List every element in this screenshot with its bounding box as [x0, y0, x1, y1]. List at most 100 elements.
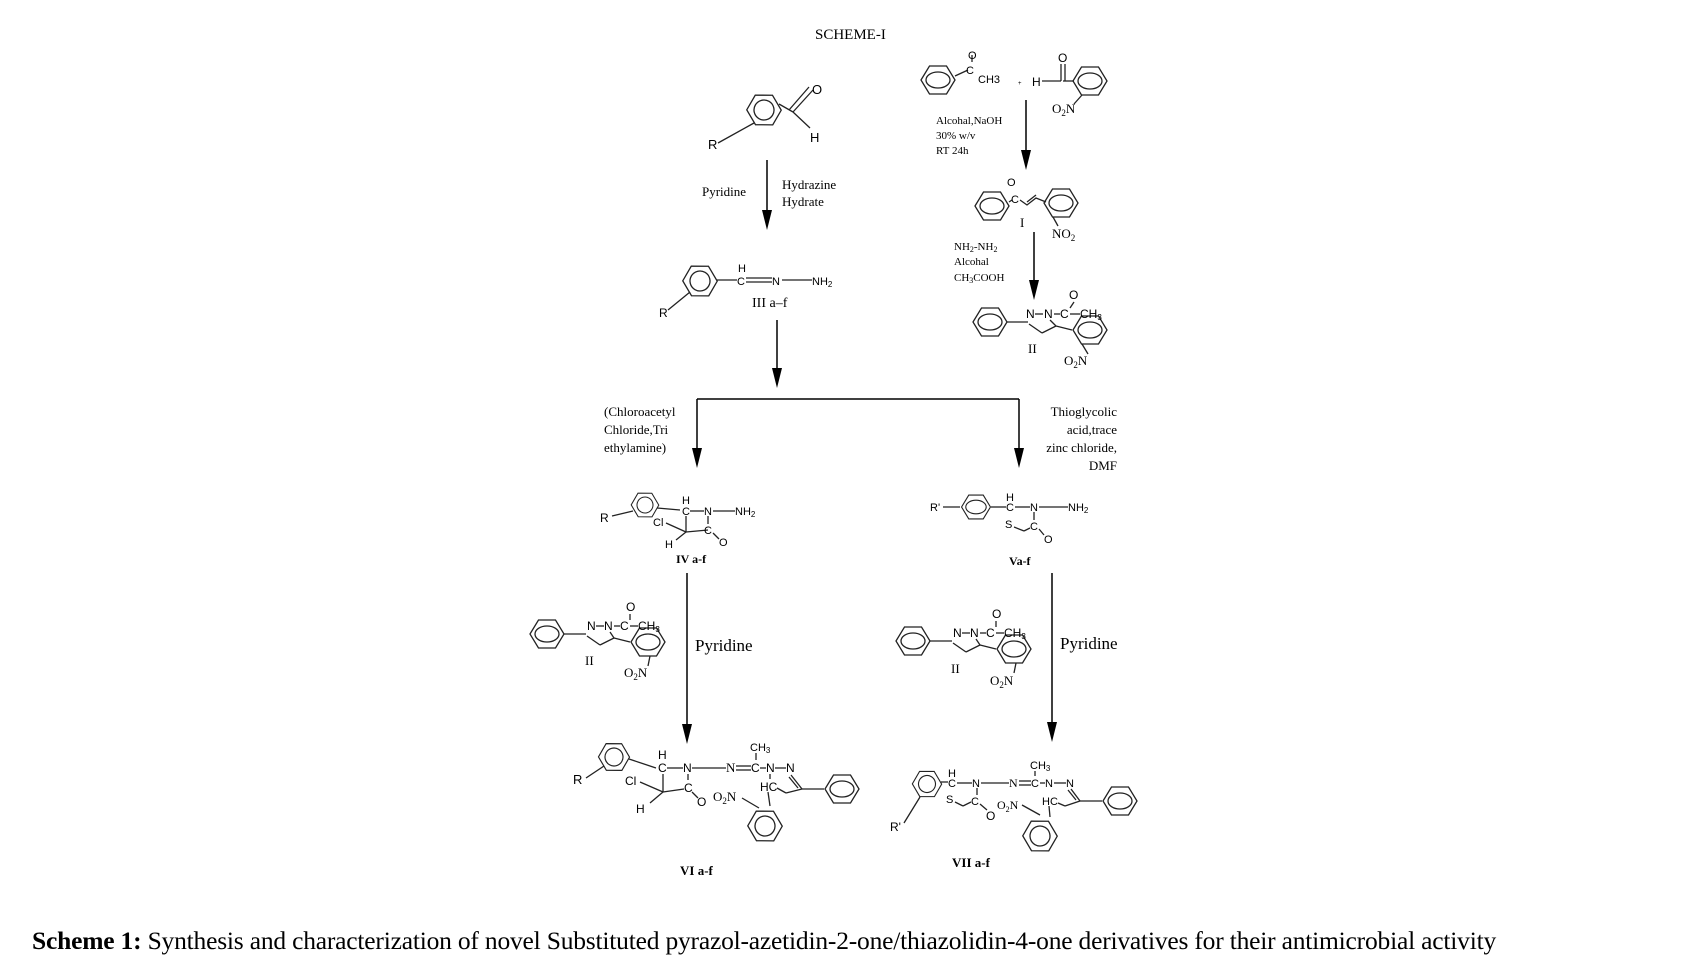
compound-label: VI a-f [680, 863, 714, 878]
atom-N: N [786, 761, 795, 775]
compound-label: II [951, 661, 960, 676]
group-O2N: O2N [1064, 353, 1088, 370]
compound-II: N N C O CH3 II O2N [972, 288, 1108, 370]
compound-label: VII a-f [952, 855, 991, 870]
atom-C: C [751, 761, 760, 775]
atom-O: O [992, 607, 1001, 621]
scheme-title: SCHEME-I [815, 27, 886, 43]
condition-line: NH2-NH2 [954, 241, 997, 254]
reagent-pyridine-right: Pyridine [1060, 634, 1118, 653]
reagent-left: Pyridine [702, 184, 746, 199]
atom-O: O [1069, 288, 1078, 302]
compound-label: II [1028, 341, 1037, 356]
caption-text: Synthesis and characterization of novel … [141, 926, 1497, 955]
substituent-R: R' [930, 502, 940, 514]
atom-N: N [1009, 776, 1018, 790]
compound-II-left: N N C O CH3 II O2N [529, 600, 666, 682]
group-CH3: CH3 [1080, 307, 1102, 322]
atom-N: N [1030, 502, 1038, 514]
arrow-hydrazone [762, 160, 772, 230]
conditions-azetidinone: (Chloroacetyl Chloride,Tri ethylamine) [604, 404, 676, 455]
substituent-R: R [600, 511, 609, 525]
compound-label: III a–f [752, 296, 788, 311]
arrow-chalcone [1021, 100, 1031, 170]
substituent-R: R [708, 137, 717, 152]
figure-caption: Scheme 1: Synthesis and characterization… [32, 926, 1496, 956]
group-O2N: O2N [1052, 101, 1076, 118]
conditions-thiazolidinone: Thioglycolic acid,trace zinc chloride, D… [1046, 404, 1117, 473]
compound-label: I [1020, 215, 1024, 230]
atom-H: H [810, 130, 819, 145]
compound-VII: R' H C N S C O N C CH3 N N HC O2N VII a [890, 760, 1138, 870]
atom-O: O [812, 82, 822, 97]
atom-H: H [738, 263, 746, 275]
compound-label: IV a-f [676, 552, 707, 566]
compound-acetophenone: C O CH3 [920, 50, 1000, 95]
atom-N: N [772, 276, 780, 288]
arrow-branch [692, 320, 1024, 468]
compound-IV: R H C N NH2 C O Cl H IV a-f [600, 486, 756, 566]
atom-O: O [719, 537, 728, 549]
atom-C: C [682, 506, 690, 518]
group-NH2: NH2 [812, 276, 833, 289]
conditions-chalcone: Alcohal,NaOH 30% w/v RT 24h [936, 115, 1002, 157]
atom-N: N [683, 761, 692, 775]
group-NH2: NH2 [735, 506, 756, 519]
atom-O: O [626, 600, 635, 614]
atom-O: O [697, 795, 706, 809]
group-CH3: CH3 [1004, 626, 1026, 641]
atom-C: C [1031, 778, 1039, 790]
condition-line: DMF [1089, 458, 1117, 473]
atom-H: H [636, 802, 645, 816]
condition-line: 30% w/v [936, 130, 976, 142]
compound-V: R' H C N NH2 S C O Va-f [930, 492, 1089, 568]
group-CH3: CH3 [638, 619, 660, 634]
arrow-left-final [682, 573, 692, 744]
atom-C: C [1030, 521, 1038, 533]
condition-line: Thioglycolic [1051, 404, 1118, 419]
atom-N: N [1044, 307, 1053, 321]
atom-Cl: Cl [653, 517, 663, 529]
atom-N: N [726, 760, 736, 775]
compound-VI: R H C N C O Cl H N C CH3 N N HC O2N [573, 736, 860, 878]
atom-H: H [948, 768, 956, 780]
compound-II-right: N N C O CH3 II O2N [895, 607, 1032, 690]
atom-N: N [604, 619, 613, 633]
group-NH2: NH2 [1068, 502, 1089, 515]
group-O2N: O2N [713, 789, 737, 806]
atom-O: O [1007, 177, 1016, 189]
compound-aldehyde: O H R [708, 82, 822, 152]
substituent-R: R [573, 772, 582, 787]
group-O2N: O2N [624, 665, 648, 682]
condition-line: CH3COOH [954, 272, 1005, 285]
atom-C: C [620, 619, 629, 633]
condition-line: (Chloroacetyl [604, 404, 676, 419]
group-O2N: O2N [997, 798, 1019, 814]
atom-N: N [587, 619, 596, 633]
group-NO2: NO2 [1052, 226, 1075, 243]
group-CH3: CH3 [1030, 760, 1051, 773]
reagent-right: Hydrazine [782, 177, 836, 192]
atom-N: N [972, 778, 980, 790]
atom-H: H [658, 748, 667, 762]
conditions-hydrazone: Pyridine Hydrazine Hydrate [702, 177, 836, 209]
atom-C: C [1060, 307, 1069, 321]
atom-C: C [986, 626, 995, 640]
condition-line: acid,trace [1067, 422, 1117, 437]
substituent-R: R [659, 306, 668, 320]
group-HC: HC [760, 780, 778, 794]
group-O2N: O2N [990, 673, 1014, 690]
condition-line: Alcohal [954, 256, 989, 268]
atom-Cl: Cl [625, 774, 636, 788]
atom-H: H [682, 495, 690, 507]
atom-S: S [946, 794, 953, 806]
atom-H: H [1032, 75, 1041, 89]
atom-C: C [737, 276, 745, 288]
atom-C: C [948, 778, 956, 790]
compound-o-nitrobenzaldehyde: H O O2N [1032, 51, 1108, 118]
atom-C: C [684, 781, 693, 795]
atom-N: N [970, 626, 979, 640]
atom-C: C [1011, 194, 1019, 206]
atom-C: C [966, 65, 974, 77]
group-CH3: CH3 [750, 742, 771, 755]
